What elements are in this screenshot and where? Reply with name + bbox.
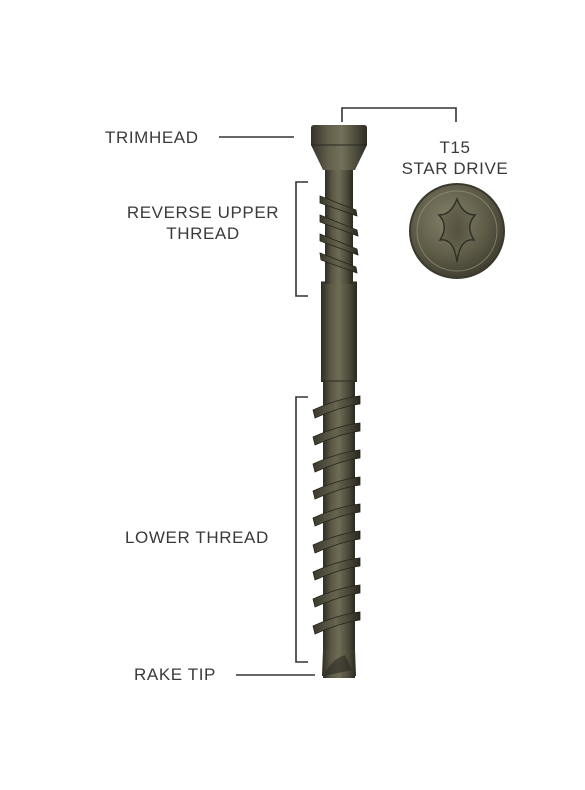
screw (311, 125, 367, 678)
star-drive-label-line1: T15 (439, 138, 471, 157)
rake-tip-label: RAKE TIP (134, 665, 216, 684)
reverse-upper-thread-label-line1: REVERSE UPPER (126, 203, 280, 222)
star-drive-label-line2: STAR DRIVE (401, 159, 509, 178)
t15-star-recess (437, 197, 477, 263)
reverse-upper-thread-label-line2: THREAD (166, 224, 240, 243)
star-drive-bracket (341, 107, 457, 122)
smooth-shank (321, 282, 357, 382)
lower-thread-bracket (295, 396, 308, 663)
trimhead-label: TRIMHEAD (105, 128, 199, 147)
star-drive-head-icon (409, 183, 505, 279)
trimhead (311, 125, 367, 170)
lower-thread (312, 395, 361, 635)
star-drive-label: T15 STAR DRIVE (385, 137, 525, 179)
leader-lines (219, 107, 457, 676)
reverse-upper-thread-label: REVERSE UPPER THREAD (118, 202, 288, 244)
reverse-thread-bracket (295, 181, 308, 297)
lower-thread-label: LOWER THREAD (125, 528, 269, 547)
reverse-upper-thread (319, 195, 359, 274)
